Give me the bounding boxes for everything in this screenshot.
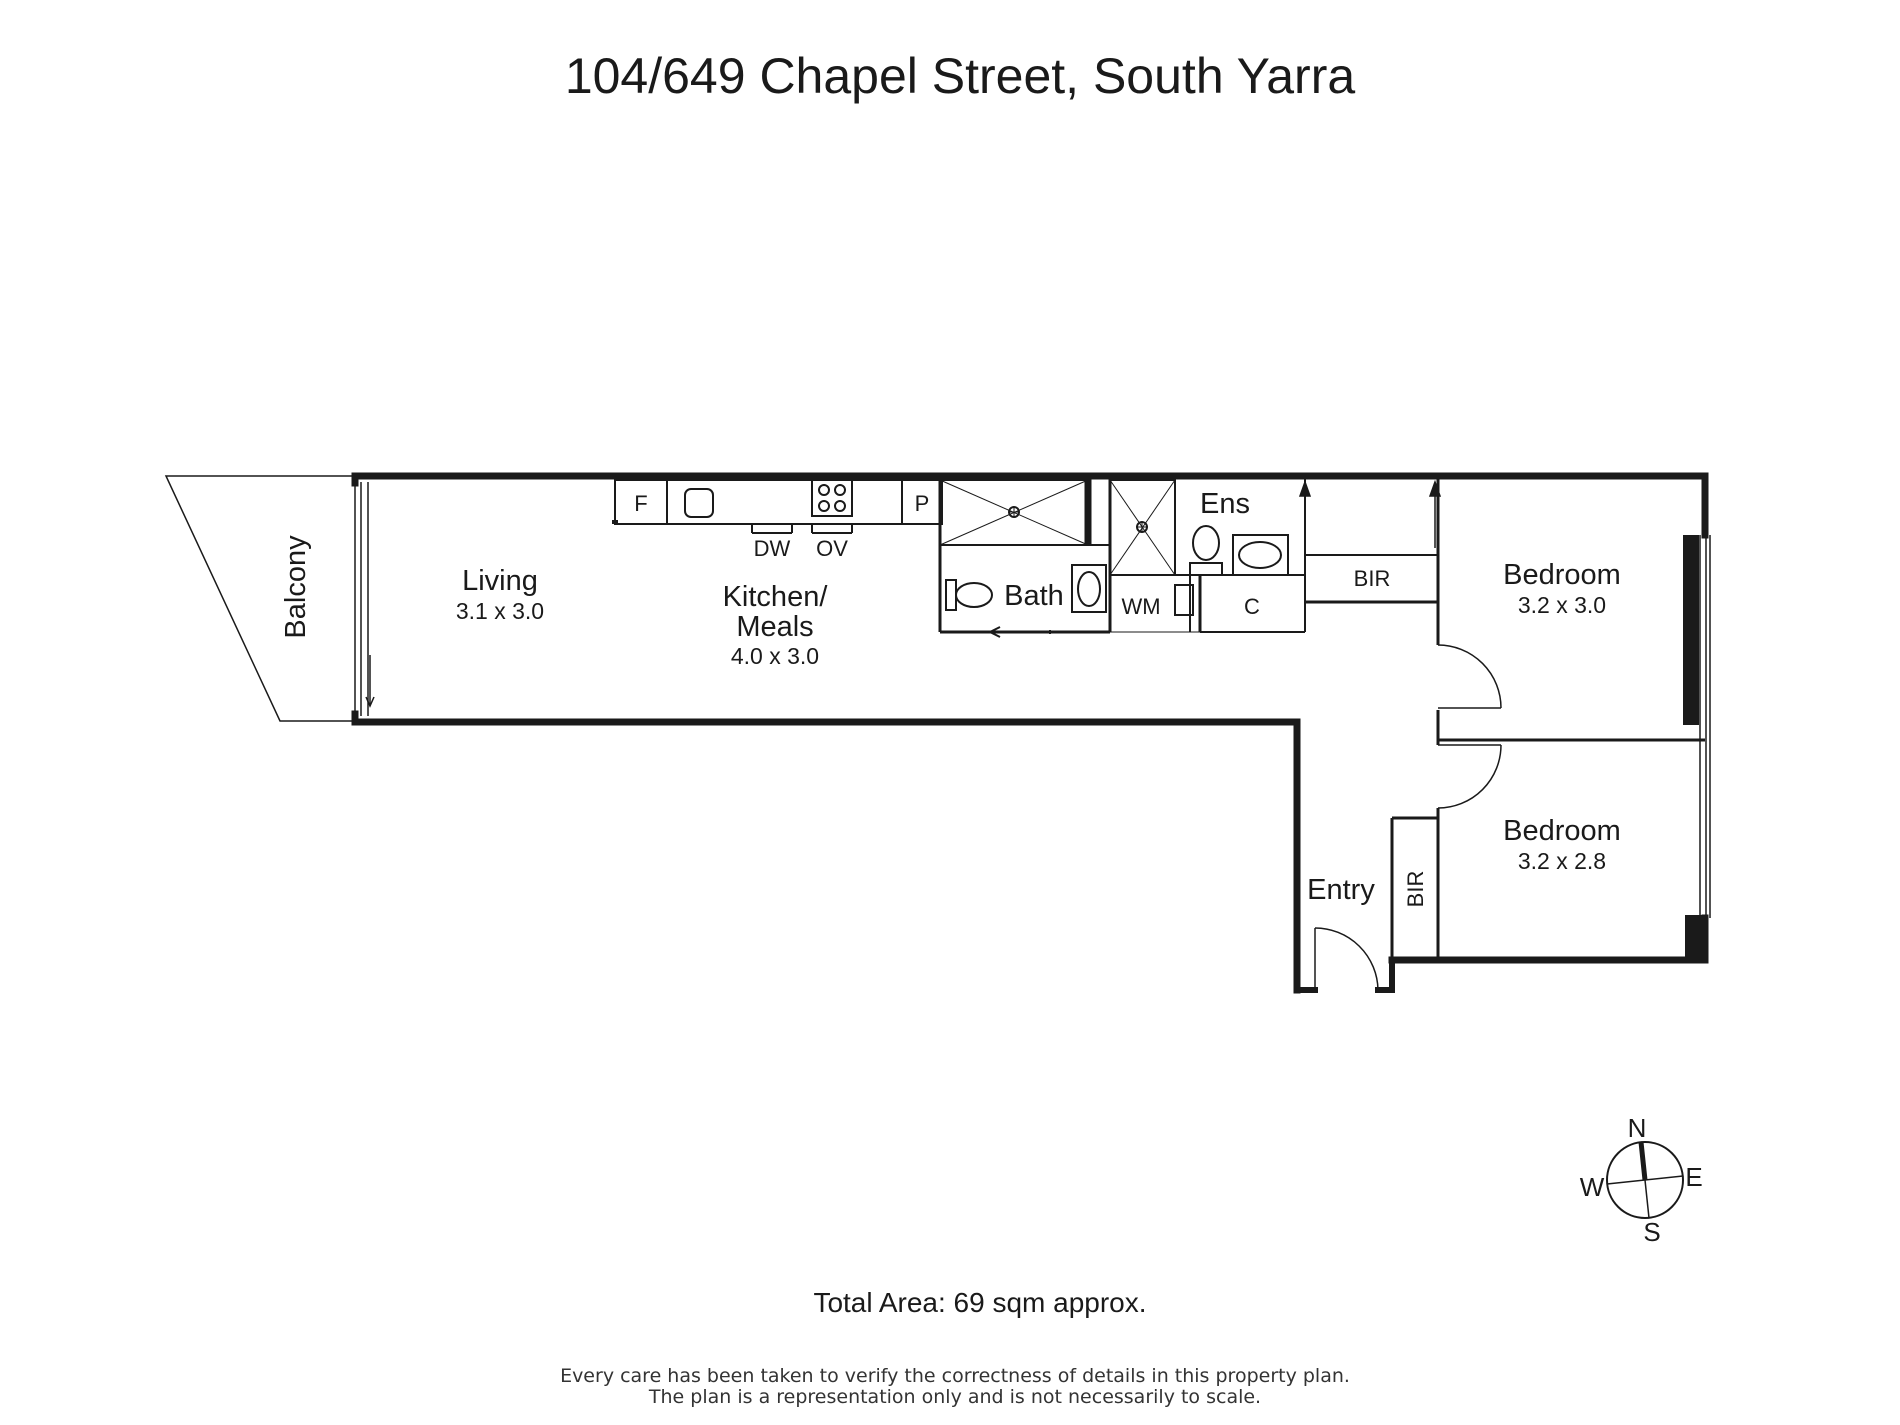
bir-top [1305,554,1440,645]
bedroom1-label: Bedroom [1503,559,1621,591]
living-label: Living [462,565,538,597]
balcony-label: Balcony [280,535,312,639]
exterior-walls [351,472,1709,994]
kitchen-label: Kitchen/ [723,581,829,613]
ensuite-label: Ens [1200,488,1250,520]
bedroom1-door [1437,644,1502,709]
compass-east: E [1685,1162,1702,1192]
bir-side-label: BIR [1403,871,1428,908]
bathroom [938,476,1110,638]
entry-door [1314,927,1379,991]
sliding-door-arrows [1298,479,1442,548]
bir-side [1390,816,1438,960]
bir-top-label: BIR [1354,566,1391,591]
living-dims: 3.1 x 3.0 [456,598,544,624]
meals-label: Meals [736,611,813,643]
bedroom2-door [1437,744,1502,809]
disclaimer-line1: Every care has been taken to verify the … [560,1365,1350,1387]
balcony-sliding-door [354,482,375,716]
plan-title: 104/649 Chapel Street, South Yarra [565,48,1356,104]
total-area: Total Area: 69 sqm approx. [813,1287,1146,1318]
bedroom-walls [1436,476,1705,960]
compass-west: W [1580,1172,1605,1202]
bedroom1-dims: 3.2 x 3.0 [1518,592,1606,618]
fridge-label: F [634,491,647,516]
washing-machine-label: WM [1121,594,1160,619]
oven-label: OV [816,536,848,561]
entry-label: Entry [1307,874,1375,906]
bedroom2-dims: 3.2 x 2.8 [1518,848,1606,874]
right-windows [1683,535,1711,960]
compass-south: S [1643,1217,1660,1247]
compass-icon [1606,1141,1684,1219]
bath-label: Bath [1004,580,1064,612]
kitchen-bench [612,479,943,534]
kitchen-dims: 4.0 x 3.0 [731,643,819,669]
bedroom2-label: Bedroom [1503,815,1621,847]
disclaimer-line2: The plan is a representation only and is… [648,1386,1261,1408]
laundry-cupboard [1109,575,1305,633]
cupboard-label: C [1244,594,1260,619]
balcony-area: Balcony [164,475,355,722]
pantry-label: P [915,491,930,516]
compass-north: N [1628,1113,1647,1143]
dishwasher-label: DW [754,536,791,561]
